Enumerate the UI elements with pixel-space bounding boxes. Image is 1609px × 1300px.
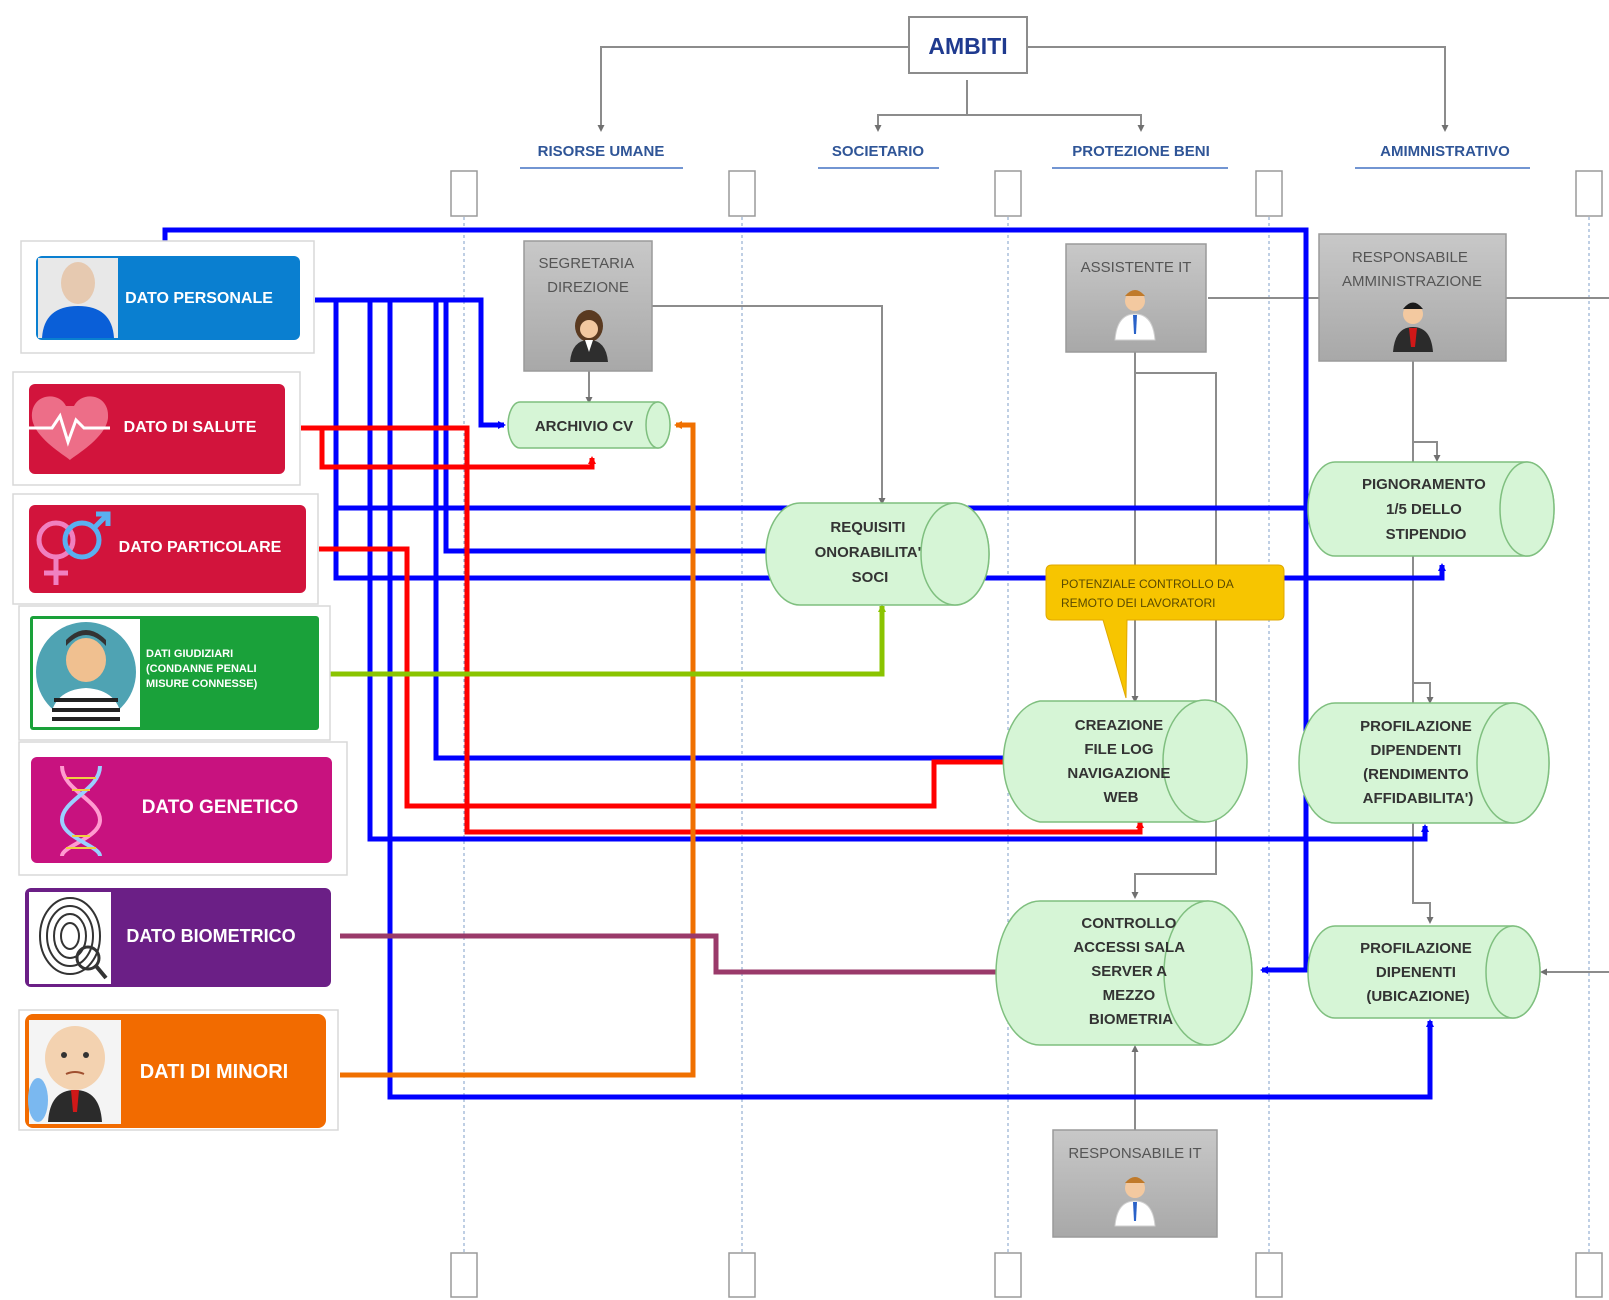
data-type-label: DATI DI MINORI	[140, 1061, 289, 1083]
data-type-label: DATO GENETICO	[142, 797, 299, 818]
data-type-dato-particolare: DATO PARTICOLARE	[12, 493, 319, 605]
data-type-label: DATI GIUDIZIARI (CONDANNE PENALI MISURE …	[146, 648, 260, 690]
process-label: ARCHIVIO CV	[535, 418, 633, 435]
flow-green-giudiziari	[330, 604, 886, 677]
data-type-label: DATO PERSONALE	[125, 290, 273, 307]
process-label: PROFILAZIONE DIPENDENTI (RENDIMENTO AFFI…	[1360, 718, 1476, 807]
process-profilazione-rendimento: PROFILAZIONE DIPENDENTI (RENDIMENTO AFFI…	[1298, 702, 1550, 824]
ambiti-headers: RISORSE UMANE SOCIETARIO PROTEZIONE BENI…	[520, 143, 1530, 169]
ambito-header-protezione-beni: PROTEZIONE BENI	[1072, 143, 1210, 160]
callout-label: POTENZIALE CONTROLLO DA REMOTO DEI LAVOR…	[1061, 577, 1236, 610]
data-type-dato-personale: DATO PERSONALE	[20, 240, 315, 354]
lane-marker-bottom	[728, 1252, 756, 1298]
data-type-label: DATO DI SALUTE	[124, 419, 257, 436]
process-label: REQUISITI ONORABILITA' SOCI	[815, 519, 926, 586]
role-responsabile-it: RESPONSABILE IT	[1052, 1129, 1218, 1238]
ambiti-tree-connectors	[597, 46, 1449, 132]
flow-orange-minori	[340, 421, 696, 1078]
process-requisiti-onorabilita: REQUISITI ONORABILITA' SOCI	[765, 502, 990, 606]
root-ambiti-box: AMBITI	[908, 16, 1028, 74]
ambito-header-risorse-umane: RISORSE UMANE	[538, 143, 665, 160]
data-type-label: DATO PARTICOLARE	[119, 539, 282, 556]
role-responsabile-amministrazione: RESPONSABILE AMMINISTRAZIONE	[1318, 233, 1507, 362]
lane-marker-top	[728, 170, 756, 217]
lane-marker-top	[994, 170, 1022, 217]
data-type-dato-di-salute: DATO DI SALUTE	[12, 371, 301, 486]
lane-marker-top	[1255, 170, 1283, 217]
secretary-icon	[570, 310, 608, 362]
flow-blue-top-bus	[162, 227, 1309, 974]
flow-blue-filelog	[433, 300, 1014, 762]
data-type-dati-giudiziari: DATI GIUDIZIARI (CONDANNE PENALI MISURE …	[18, 605, 331, 741]
process-label: PROFILAZIONE DIPENENTI (UBICAZIONE)	[1360, 940, 1476, 1005]
lane-marker-top	[450, 170, 478, 217]
data-type-dato-genetico: DATO GENETICO	[18, 741, 348, 876]
root-ambiti-label: AMBITI	[928, 33, 1007, 59]
lane-marker-top	[1575, 170, 1603, 217]
flow-blue-archivio	[315, 297, 506, 429]
lane-marker-bottom	[1255, 1252, 1283, 1298]
data-type-label: DATO BIOMETRICO	[126, 926, 295, 946]
employee-icon	[1114, 1177, 1156, 1227]
employee-icon	[1114, 290, 1156, 341]
lane-marker-bottom	[1575, 1252, 1603, 1298]
person-icon	[42, 262, 114, 338]
flow-red-salute-filelog	[322, 425, 1144, 835]
manager-icon	[1393, 302, 1433, 352]
process-label: PIGNORAMENTO 1/5 DELLO STIPENDIO	[1362, 476, 1490, 543]
prisoner-icon	[36, 622, 136, 722]
process-archivio-cv: ARCHIVIO CV	[507, 401, 671, 449]
fingerprint-icon	[39, 897, 108, 980]
lane-marker-bottom	[994, 1252, 1022, 1298]
flow-blue-requisiti	[443, 300, 775, 555]
dna-icon	[59, 765, 103, 857]
process-pignoramento: PIGNORAMENTO 1/5 DELLO STIPENDIO	[1307, 461, 1555, 557]
role-segretaria-direzione: SEGRETARIA DIREZIONE	[523, 240, 653, 372]
flow-red-salute-archivio	[301, 425, 596, 470]
process-creazione-file-log: CREAZIONE FILE LOG NAVIGAZIONE WEB	[1002, 699, 1248, 823]
flow-blue-profilazione	[367, 300, 1429, 842]
process-label: CONTROLLO ACCESSI SALA SERVER A MEZZO BI…	[1073, 915, 1188, 1028]
heartbeat-icon	[24, 396, 110, 460]
lane-marker-bottom	[450, 1252, 478, 1298]
process-controllo-accessi: CONTROLLO ACCESSI SALA SERVER A MEZZO BI…	[995, 900, 1253, 1046]
process-label: CREAZIONE FILE LOG NAVIGAZIONE WEB	[1067, 717, 1174, 806]
data-type-dato-biometrico: DATO BIOMETRICO	[18, 877, 338, 991]
data-type-dati-di-minori: DATI DI MINORI	[18, 1009, 339, 1131]
role-label: RESPONSABILE AMMINISTRAZIONE	[1342, 249, 1482, 290]
role-assistente-it: ASSISTENTE IT	[1065, 243, 1207, 353]
flow-blue-ubicazione	[387, 300, 1434, 1100]
process-profilazione-ubicazione: PROFILAZIONE DIPENENTI (UBICAZIONE)	[1307, 925, 1541, 1019]
gender-symbols-icon	[36, 511, 111, 585]
flow-purple-biometrico	[340, 933, 1014, 976]
role-label: SEGRETARIA DIREZIONE	[539, 255, 638, 296]
callout-potenziale-controllo: POTENZIALE CONTROLLO DA REMOTO DEI LAVOR…	[1045, 564, 1285, 699]
flow-red-particolare-filelog	[319, 546, 1014, 809]
ambito-header-societario: SOCIETARIO	[832, 143, 925, 160]
role-label: ASSISTENTE IT	[1081, 259, 1192, 276]
baby-icon	[28, 1026, 105, 1122]
role-label: RESPONSABILE IT	[1068, 1145, 1201, 1162]
ambito-header-amministrativo: AMIMNISTRATIVO	[1380, 143, 1510, 160]
